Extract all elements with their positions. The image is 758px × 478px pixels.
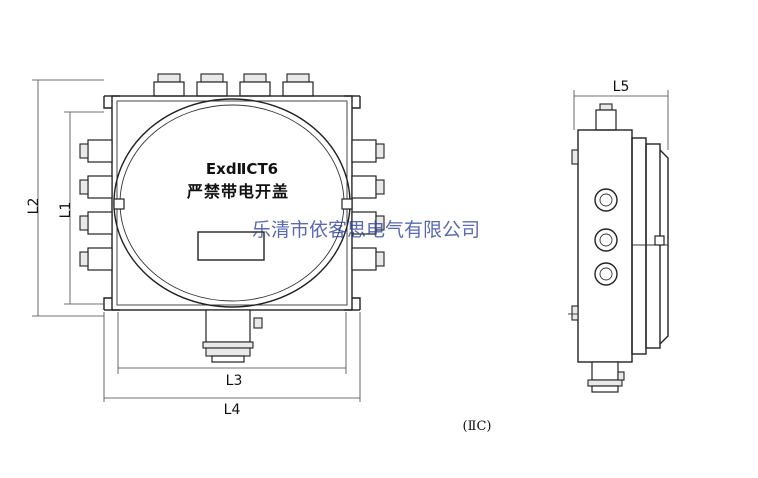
dim-label-l5: L5 bbox=[613, 79, 630, 95]
side-ear bbox=[571, 149, 579, 165]
top-glands bbox=[153, 73, 314, 97]
enclosure-inner-frame bbox=[116, 100, 348, 306]
left-glands bbox=[79, 139, 113, 271]
side-latch bbox=[654, 235, 665, 246]
side-round-gland bbox=[594, 228, 618, 252]
right-gland bbox=[351, 211, 385, 235]
top-gland bbox=[153, 73, 185, 97]
dimension-l2: L2 bbox=[26, 79, 104, 317]
mounting-lug bbox=[103, 96, 112, 109]
mounting-lug bbox=[352, 96, 361, 109]
side-round-glands bbox=[594, 188, 618, 286]
dim-label-l3: L3 bbox=[226, 373, 243, 389]
side-view: L5 bbox=[568, 79, 669, 393]
dim-label-l2: L2 bbox=[26, 198, 42, 215]
dimension-l4: L4 bbox=[103, 312, 361, 418]
dimension-l1: L1 bbox=[58, 111, 104, 305]
top-gland bbox=[196, 73, 228, 97]
top-gland bbox=[282, 73, 314, 97]
left-gland bbox=[79, 175, 113, 199]
cover-latch-left bbox=[113, 198, 125, 210]
side-bottom-gland bbox=[587, 361, 625, 393]
side-cover-layer bbox=[645, 143, 661, 349]
dimension-l5: L5 bbox=[573, 79, 669, 150]
mounting-lug bbox=[352, 297, 361, 310]
warning-text: 严禁带电开盖 bbox=[186, 182, 289, 201]
indicator-window bbox=[197, 231, 265, 261]
side-ear bbox=[571, 305, 579, 321]
right-gland bbox=[351, 139, 385, 163]
dimension-l3: L3 bbox=[117, 312, 347, 389]
bottom-gland bbox=[202, 309, 263, 363]
mounting-lugs bbox=[103, 95, 361, 311]
left-gland bbox=[79, 139, 113, 163]
side-cover-layer bbox=[631, 137, 647, 355]
explosion-group-caption: (ⅡC) bbox=[463, 419, 492, 434]
left-gland bbox=[79, 247, 113, 271]
top-gland bbox=[239, 73, 271, 97]
side-round-gland bbox=[594, 262, 618, 286]
enclosure-body bbox=[111, 95, 353, 311]
side-top-gland bbox=[595, 103, 617, 131]
right-gland bbox=[351, 175, 385, 199]
side-round-gland bbox=[594, 188, 618, 212]
cover-latch-right bbox=[341, 198, 353, 210]
round-cover-outer bbox=[113, 98, 351, 308]
round-cover-inner bbox=[119, 104, 345, 302]
company-watermark: 乐清市依客思电气有限公司 bbox=[252, 219, 480, 241]
right-glands bbox=[351, 139, 385, 271]
ex-marking: ExdⅡCT6 bbox=[206, 160, 278, 178]
side-cover-edge bbox=[659, 149, 669, 345]
dim-label-l1: L1 bbox=[58, 202, 74, 219]
mounting-lug bbox=[103, 297, 112, 310]
dim-label-l4: L4 bbox=[224, 402, 241, 418]
left-gland bbox=[79, 211, 113, 235]
right-gland bbox=[351, 247, 385, 271]
front-view: ExdⅡCT6 严禁带电开盖 L2 L1 bbox=[26, 73, 385, 418]
